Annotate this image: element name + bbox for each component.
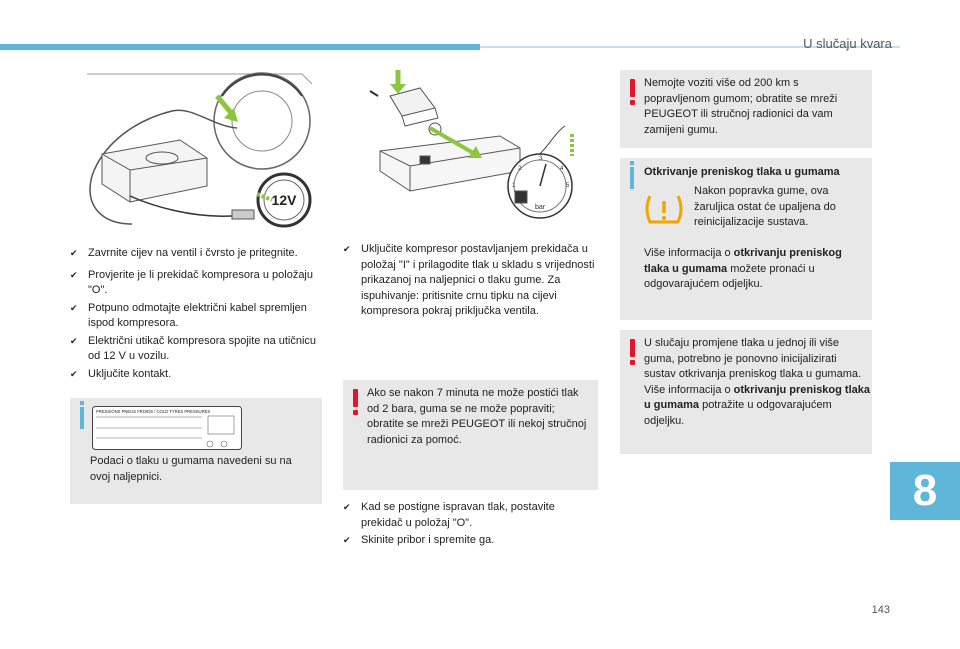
- list-item: Uključite kontakt.: [70, 367, 325, 383]
- repair-time-warning-box: Ako se nakon 7 minuta ne može postići tl…: [343, 380, 598, 490]
- list-item: Uključite kompresor postavljanjem prekid…: [343, 242, 598, 320]
- low-pressure-detection-box: Otkrivanje preniskog tlaka u gumama Nako…: [620, 158, 872, 320]
- inflate-step: Uključite kompresor postavljanjem prekid…: [343, 242, 598, 320]
- info-icon: [80, 401, 84, 429]
- list-item: Zavrnite cijev na ventil i čvrsto je pri…: [70, 246, 325, 262]
- finish-steps: Kad se postigne ispravan tlak, postavite…: [343, 500, 598, 549]
- detection-more-pre: Više informacija o: [644, 247, 734, 259]
- reinitialisation-warning-box: U slučaju promjene tlaka u jednoj ili vi…: [620, 330, 872, 454]
- header-rule: [480, 46, 900, 48]
- svg-text:1: 1: [512, 183, 516, 189]
- tyre-pressure-sticker-image: PRESSIONS PNEUS FROIDS / COLD TYRES PRES…: [92, 406, 242, 450]
- distance-warning-text: Nemojte voziti više od 200 km s popravlj…: [644, 77, 838, 136]
- list-item: Kad se postigne ispravan tlak, postavite…: [343, 500, 598, 531]
- detection-more-post: možete pronaći u odgovarajućem odjeljku.: [644, 262, 815, 291]
- compressor-connection-illustration: 12V: [87, 72, 313, 228]
- reinit-post: potražite u odgovarajućem odjeljku.: [644, 399, 832, 427]
- warning-icon: [630, 79, 635, 105]
- svg-text:3: 3: [539, 156, 543, 162]
- detection-more-link-text: otkrivanju preniskog tlaka u gumama: [644, 247, 842, 275]
- tyre-pressure-warning-lamp-icon: [645, 195, 683, 224]
- detection-title: Otkrivanje preniskog tlaka u gumama: [644, 166, 840, 178]
- reinitialisation-warning-text: U slučaju promjene tlaka u jednoj ili vi…: [644, 336, 870, 429]
- warning-icon: [353, 389, 358, 415]
- list-item: Električni utikač kompresora spojite na …: [70, 334, 325, 365]
- tyre-label-info-box: PRESSIONS PNEUS FROIDS / COLD TYRES PRES…: [70, 398, 322, 504]
- section-title: U slučaju kvara: [803, 36, 892, 51]
- socket-label: 12V: [272, 192, 298, 208]
- tyre-label-info-text: Podaci o tlaku u gumama navedeni su na o…: [90, 455, 292, 483]
- reinit-bold: otkrivanju preniskog tlaka u gumama: [644, 383, 870, 412]
- detection-more-info: Više informacija o otkrivanju preniskog …: [644, 246, 866, 293]
- chapter-tab: 8: [890, 462, 960, 520]
- svg-text:5: 5: [566, 183, 570, 189]
- distance-warning-box: Nemojte voziti više od 200 km s popravlj…: [620, 70, 872, 148]
- page-number: 143: [871, 604, 890, 616]
- svg-text:4: 4: [560, 166, 564, 172]
- detection-lamp-text: Nakon popravka gume, ova žaruljica ostat…: [694, 185, 836, 228]
- reinit-text: U slučaju promjene tlaka u jednoj ili vi…: [644, 337, 862, 396]
- header-accent-bar: [0, 44, 480, 50]
- info-icon: [630, 161, 634, 189]
- list-item: Provjerite je li prekidač kompresora u p…: [70, 268, 325, 299]
- list-item: Potpuno odmotajte električni kabel sprem…: [70, 301, 325, 332]
- sticker-title: PRESSIONS PNEUS FROIDS / COLD TYRES PRES…: [96, 409, 210, 414]
- compressor-gauge-illustration: 1 2 3 4 5 bar: [369, 70, 574, 219]
- warning-icon: [630, 339, 635, 365]
- connection-steps: Zavrnite cijev na ventil i čvrsto je pri…: [70, 246, 325, 382]
- gauge-unit-label: bar: [535, 204, 546, 211]
- repair-time-warning-text: Ako se nakon 7 minuta ne može postići tl…: [367, 387, 587, 446]
- svg-text:2: 2: [518, 166, 522, 172]
- list-item: Skinite pribor i spremite ga.: [343, 533, 598, 549]
